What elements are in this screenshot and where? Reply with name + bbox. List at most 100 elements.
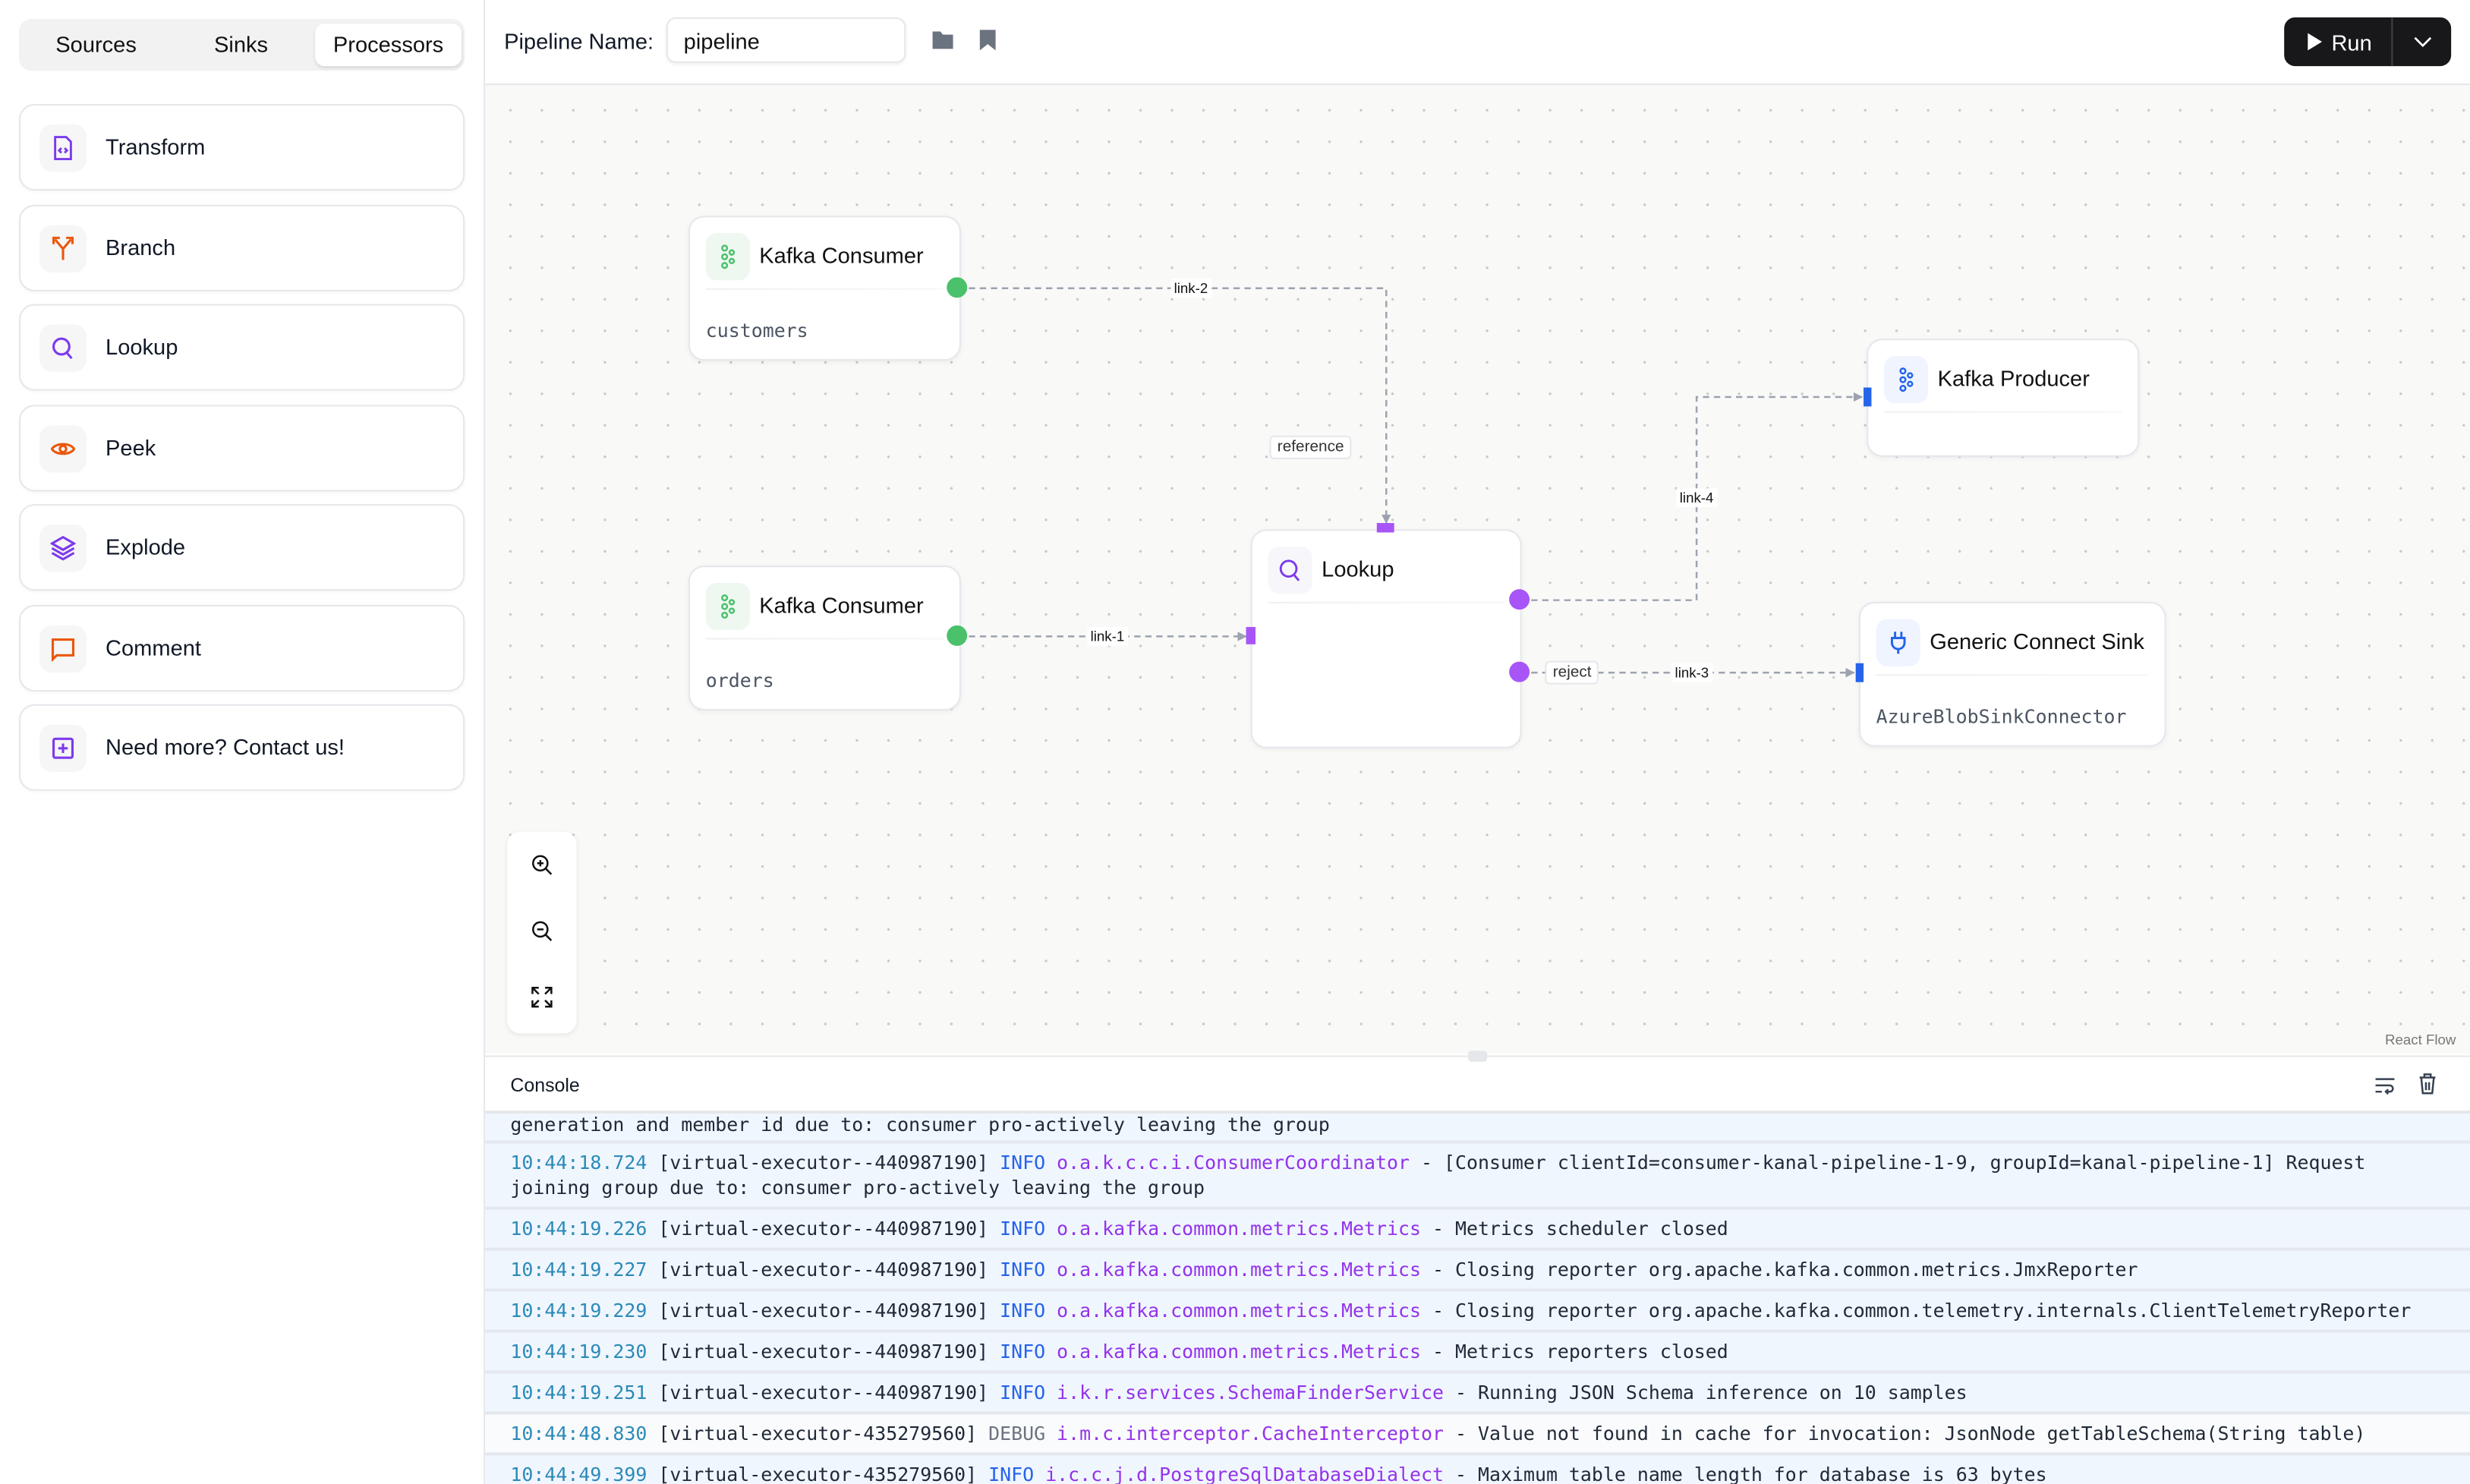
log-timestamp: 10:44:19.251 <box>510 1382 647 1404</box>
tab-sources[interactable]: Sources <box>55 31 137 57</box>
log-thread: [virtual-executor-435279560] <box>658 1422 978 1445</box>
node-kafka-producer[interactable]: Kafka Producer <box>1867 339 2140 457</box>
log-level: INFO <box>1000 1218 1046 1240</box>
search-icon <box>39 324 87 372</box>
react-flow-attribution[interactable]: React Flow <box>2385 1032 2456 1048</box>
palette-item-label: Branch <box>106 235 176 260</box>
log-row: 10:44:18.724 [virtual-executor--44098719… <box>485 1143 2470 1210</box>
zoom-out-icon <box>532 921 553 941</box>
divider <box>1268 601 1504 603</box>
palette-item-peek[interactable]: Peek <box>18 405 465 492</box>
tab-processors[interactable]: Processors <box>315 24 462 67</box>
console-panel: Console generation and member id due to:… <box>485 1051 2470 1484</box>
palette-item-comment[interactable]: Comment <box>18 604 465 692</box>
console-log-list[interactable]: generation and member id due to: consume… <box>485 1114 2470 1484</box>
log-row: 10:44:49.399 [virtual-executor-435279560… <box>485 1455 2470 1484</box>
node-lookup[interactable]: Lookup <box>1250 529 1522 748</box>
edge-label[interactable]: link-2 <box>1170 279 1211 298</box>
log-thread: [virtual-executor--440987190] <box>658 1218 989 1240</box>
lookup-match-handle[interactable] <box>1509 589 1530 610</box>
log-row: 10:44:19.226 [virtual-executor--44098719… <box>485 1209 2470 1251</box>
source-handle[interactable] <box>947 277 968 298</box>
lookup-reject-handle[interactable] <box>1509 661 1530 682</box>
zoom-in-button[interactable] <box>507 832 576 898</box>
plus-square-icon <box>39 724 87 772</box>
target-handle[interactable] <box>1864 387 1872 407</box>
lookup-input-handle[interactable] <box>1246 626 1256 644</box>
log-message: - Closing reporter org.apache.kafka.comm… <box>1432 1259 2138 1281</box>
log-level: INFO <box>1000 1152 1046 1174</box>
node-title: Kafka Consumer <box>759 242 924 268</box>
fit-view-button[interactable] <box>507 964 576 1030</box>
log-timestamp: 10:44:18.724 <box>510 1152 647 1174</box>
run-options-button[interactable] <box>2393 17 2451 66</box>
log-level: INFO <box>1000 1382 1046 1404</box>
zoom-controls <box>507 831 577 1034</box>
palette-item-label: Explode <box>106 534 186 559</box>
palette-item-lookup[interactable]: Lookup <box>18 304 465 391</box>
run-button-group: Run <box>2284 17 2452 67</box>
plug-icon <box>1876 619 1920 666</box>
file-code-icon <box>39 124 87 172</box>
log-logger: i.m.c.interceptor.CacheInterceptor <box>1057 1422 1444 1445</box>
node-generic-connect-sink[interactable]: Generic Connect Sink AzureBlobSinkConnec… <box>1858 601 2166 747</box>
log-row: 10:44:19.229 [virtual-executor--44098719… <box>485 1291 2470 1333</box>
source-handle[interactable] <box>947 625 968 646</box>
log-thread: [virtual-executor-435279560] <box>658 1463 978 1484</box>
tab-sinks[interactable]: Sinks <box>213 31 269 57</box>
handle-label-reject: reject <box>1545 660 1599 685</box>
palette-tabs: Sources Sinks Processors <box>18 18 465 71</box>
node-title: Generic Connect Sink <box>1930 629 2144 654</box>
log-level: INFO <box>1000 1341 1046 1363</box>
console-title: Console <box>510 1074 580 1097</box>
log-timestamp: 10:44:19.229 <box>510 1300 647 1322</box>
node-title: Lookup <box>1322 556 1394 581</box>
palette-item-label: Need more? Contact us! <box>106 734 345 760</box>
kafka-icon <box>705 233 750 281</box>
eye-icon <box>39 425 87 473</box>
log-message: - Maximum table name length for database… <box>1454 1463 2047 1484</box>
bookmark-icon[interactable] <box>978 28 997 60</box>
palette-item-label: Peek <box>106 434 156 460</box>
folder-icon[interactable] <box>931 28 955 58</box>
log-message: - Metrics scheduler closed <box>1432 1218 1728 1240</box>
log-row: 10:44:19.251 [virtual-executor--44098719… <box>485 1373 2470 1415</box>
log-timestamp: 10:44:19.227 <box>510 1259 647 1281</box>
handle-label-reference: reference <box>1269 435 1352 459</box>
message-square-icon <box>39 625 87 673</box>
chevron-down-icon <box>2414 36 2432 48</box>
run-button[interactable]: Run <box>2284 17 2391 66</box>
node-kafka-consumer-orders[interactable]: Kafka Consumer orders <box>688 566 961 710</box>
kafka-icon <box>705 582 750 631</box>
node-subtitle: customers <box>705 320 808 342</box>
palette-item-explode[interactable]: Explode <box>18 504 465 591</box>
edge-label[interactable]: link-4 <box>1676 488 1717 508</box>
palette-item-contact[interactable]: Need more? Contact us! <box>18 704 465 791</box>
divider <box>705 638 944 640</box>
zoom-in-icon <box>532 855 553 875</box>
trash-icon[interactable] <box>2418 1073 2437 1102</box>
edge-label[interactable]: link-3 <box>1671 663 1712 682</box>
log-logger: o.a.kafka.common.metrics.Metrics <box>1057 1300 1421 1322</box>
palette-item-label: Comment <box>106 635 201 660</box>
node-subtitle: AzureBlobSinkConnector <box>1876 705 2127 728</box>
log-logger: i.k.r.services.SchemaFinderService <box>1057 1382 1444 1404</box>
lookup-reference-handle[interactable] <box>1376 522 1394 533</box>
resize-handle[interactable] <box>1468 1051 1488 1062</box>
palette-item-branch[interactable]: Branch <box>18 204 465 291</box>
zoom-out-button[interactable] <box>507 898 576 964</box>
log-thread: [virtual-executor--440987190] <box>658 1300 989 1322</box>
pipeline-name-input[interactable] <box>666 17 906 64</box>
log-message: - Value not found in cache for invocatio… <box>1454 1422 2366 1445</box>
log-row: 10:44:19.230 [virtual-executor--44098719… <box>485 1332 2470 1374</box>
node-kafka-consumer-customers[interactable]: Kafka Consumer customers <box>688 216 961 361</box>
layers-icon <box>39 525 87 572</box>
palette-item-label: Lookup <box>106 333 178 360</box>
log-level: DEBUG <box>988 1422 1046 1445</box>
log-row: 10:44:19.227 [virtual-executor--44098719… <box>485 1250 2470 1292</box>
wrap-text-icon[interactable] <box>2374 1074 2396 1102</box>
divider <box>1876 674 2149 676</box>
edge-label[interactable]: link-1 <box>1087 626 1128 646</box>
palette-item-transform[interactable]: Transform <box>18 103 465 191</box>
target-handle[interactable] <box>1855 663 1864 682</box>
